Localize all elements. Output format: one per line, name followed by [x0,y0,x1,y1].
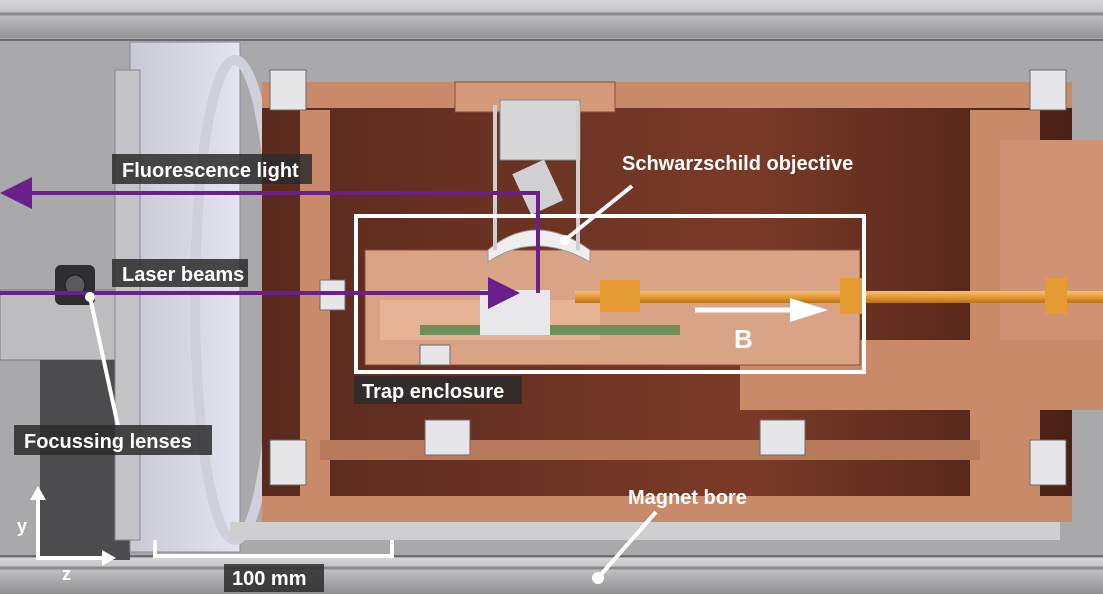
trap-enclosure-label: Trap enclosure [362,381,504,403]
feedthrough-rod [575,291,1103,303]
magnet-bore-label: Magnet bore [628,487,747,509]
bore-top-wall [0,0,1103,40]
vacuum-flange [129,41,241,553]
schwarzschild-label: Schwarzschild objective [622,153,853,175]
y-axis-label: y [17,516,27,536]
focussing-label: Focussing lenses [24,431,192,453]
fluorescence-label: Fluorescence light [122,160,299,182]
bore-bottom-wall [0,556,1103,594]
magnet-pointer [596,510,658,580]
schwarzschild-pointer [563,184,634,242]
scale-bar [153,540,394,558]
fluorescence-beam [0,177,540,293]
focussing-pointer [88,296,120,427]
screws [269,69,1067,486]
laser-label: Laser beams [122,264,244,286]
field-label: B [734,324,753,354]
scale-label: 100 mm [232,568,307,590]
z-axis-label: z [62,564,71,584]
